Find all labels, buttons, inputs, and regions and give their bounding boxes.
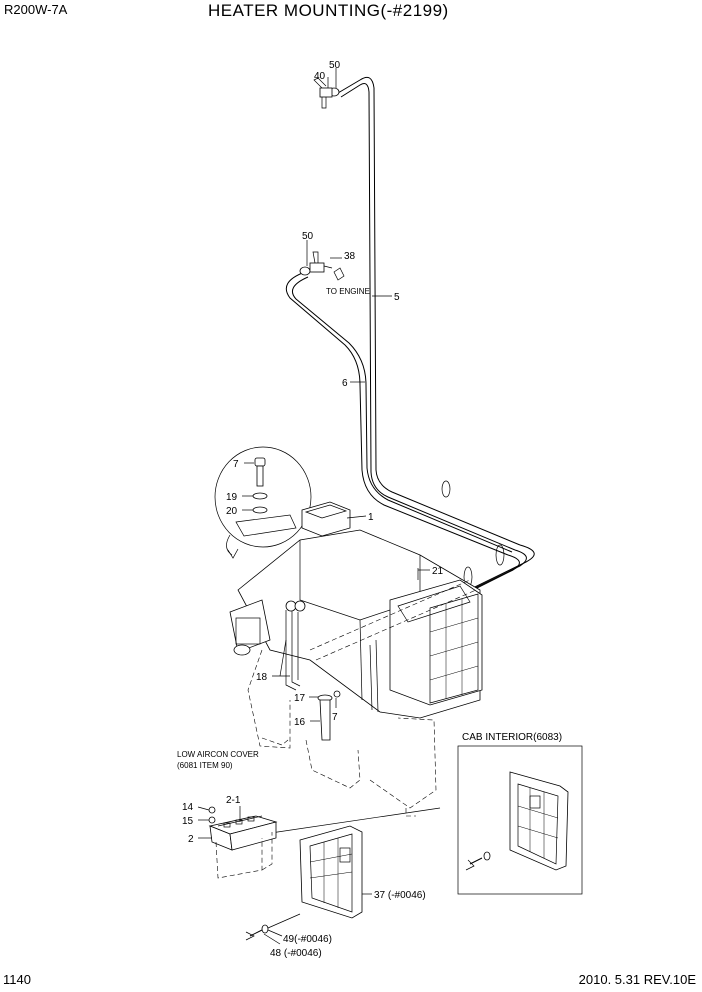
label-2: 2 — [188, 834, 194, 845]
revision-date: 2010. 5.31 REV.10E — [578, 972, 696, 987]
label-50-mid: 50 — [302, 231, 314, 242]
valve-body-40 — [319, 87, 333, 98]
louver-cover-37 — [299, 825, 363, 919]
label-49: 49(-#0046) — [283, 934, 332, 945]
model-code: R200W-7A — [4, 2, 68, 17]
page-title: HEATER MOUNTING(-#2199) — [208, 1, 449, 20]
label-16: 16 — [294, 717, 306, 728]
heater-unit — [229, 501, 483, 719]
label-48: 48 (-#0046) — [270, 948, 322, 959]
cab-interior-inset — [457, 745, 583, 895]
drain-valve-mid — [299, 251, 345, 281]
label-21: 21 — [432, 566, 444, 577]
drain-valve-top — [313, 77, 340, 109]
label-7-drain: 7 — [332, 712, 338, 723]
label-38: 38 — [344, 251, 356, 262]
label-20: 20 — [226, 506, 238, 517]
label-6: 6 — [342, 378, 348, 389]
bolt-detail-bubble — [214, 446, 312, 559]
label-to-engine: TO ENGINE — [326, 287, 370, 296]
hose-5 — [337, 76, 521, 551]
label-37: 37 (-#0046) — [374, 890, 426, 901]
hose-ends — [424, 480, 535, 615]
label-low-aircon-cover: LOW AIRCON COVER — [177, 750, 259, 759]
label-40: 40 — [314, 71, 326, 82]
label-low-aircon-ref: (6081 ITEM 90) — [177, 761, 233, 770]
hose-6 — [285, 271, 513, 556]
hose-clamp-50-mid — [299, 266, 311, 276]
label-18: 18 — [256, 672, 268, 683]
label-14: 14 — [182, 802, 194, 813]
lower-brackets — [247, 649, 437, 817]
label-19: 19 — [226, 492, 238, 503]
label-17: 17 — [294, 693, 306, 704]
label-cab-interior: CAB INTERIOR(6083) — [462, 732, 562, 743]
label-15: 15 — [182, 816, 194, 827]
fasteners-48-49 — [245, 913, 301, 945]
valve-body-38 — [309, 262, 325, 273]
label-50-top: 50 — [329, 60, 341, 71]
label-1: 1 — [368, 512, 374, 523]
label-7-bolt: 7 — [233, 459, 239, 470]
control-panel — [208, 806, 278, 879]
label-5: 5 — [394, 292, 400, 303]
label-2-1: 2-1 — [226, 795, 241, 806]
drain-hose-16 — [317, 690, 341, 741]
page-number: 1140 — [3, 972, 31, 987]
